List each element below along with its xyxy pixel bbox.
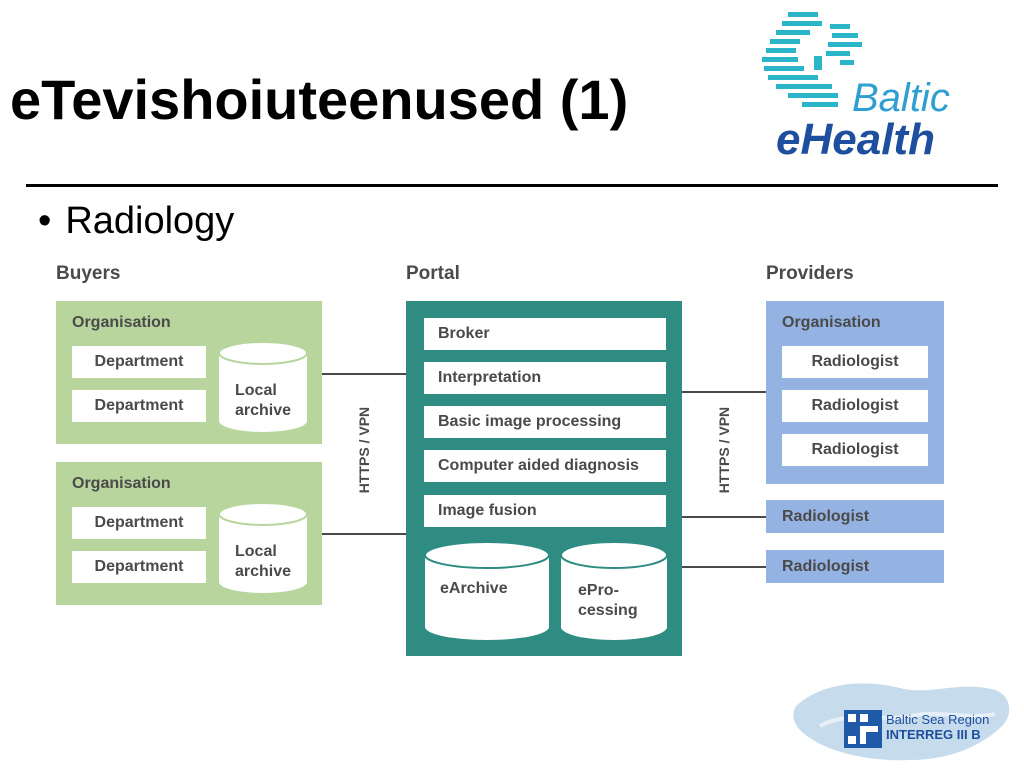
baltic-ehealth-logo: Baltic eHealth xyxy=(758,4,1008,172)
provider-radiologist-tile: Radiologist xyxy=(782,434,928,466)
connector-provider-rad-1 xyxy=(682,516,766,518)
portal-service-broker: Broker xyxy=(424,318,666,350)
slide-title: eTevishoiuteenused (1) xyxy=(10,68,629,131)
interreg-region-text: Baltic Sea Region xyxy=(886,712,990,727)
connector-buyer-2 xyxy=(322,533,406,535)
connector-provider-rad-2 xyxy=(682,566,766,568)
https-vpn-left-label: HTTPS / VPN xyxy=(356,406,372,494)
logo-baltic-text: Baltic xyxy=(852,76,950,120)
bullet-radiology: • Radiology xyxy=(38,200,234,243)
earchive-label: eArchive xyxy=(440,580,508,597)
buyer-department-tile: Department xyxy=(72,390,206,422)
portal-service-basic-image-processing: Basic image processing xyxy=(424,406,666,438)
interreg-logo: Baltic Sea Region INTERREG III B xyxy=(790,676,1018,764)
logo-ehealth-text: eHealth xyxy=(776,115,935,164)
provider-radiologist-tile: Radiologist xyxy=(782,346,928,378)
local-archive-cylinder: Local archive xyxy=(218,341,308,433)
portal-service-image-fusion: Image fusion xyxy=(424,495,666,527)
provider-organisation-label: Organisation xyxy=(782,314,881,331)
portal-heading: Portal xyxy=(406,263,460,284)
portal-box: Broker Interpretation Basic image proces… xyxy=(406,301,682,656)
bullet-text: Radiology xyxy=(65,200,235,242)
buyer-department-tile: Department xyxy=(72,507,206,539)
bullet-dot: • xyxy=(38,200,52,242)
connector-provider-org xyxy=(682,391,766,393)
buyer-department-tile: Department xyxy=(72,551,206,583)
title-rule xyxy=(26,184,998,187)
baltic-map-icon xyxy=(762,12,862,107)
portal-service-interpretation: Interpretation xyxy=(424,362,666,394)
local-archive-label: Local archive xyxy=(235,382,292,419)
buyer-organisation-1: Organisation Department Department Local… xyxy=(56,301,322,444)
buyer-organisation-2: Organisation Department Department Local… xyxy=(56,462,322,605)
local-archive-label: Local archive xyxy=(235,543,292,580)
interreg-program-text: INTERREG III B xyxy=(886,727,981,742)
independent-radiologist-1: Radiologist xyxy=(766,500,944,533)
interreg-emblem xyxy=(844,710,882,748)
eprocessing-cylinder: ePro- cessing xyxy=(560,541,668,641)
local-archive-cylinder: Local archive xyxy=(218,502,308,594)
provider-radiologist-tile: Radiologist xyxy=(782,390,928,422)
connector-buyer-1 xyxy=(322,373,406,375)
earchive-cylinder: eArchive xyxy=(424,541,550,641)
buyer-organisation-label: Organisation xyxy=(72,475,171,492)
provider-organisation: Organisation Radiologist Radiologist Rad… xyxy=(766,301,944,484)
buyers-heading: Buyers xyxy=(56,263,121,284)
https-vpn-right-label: HTTPS / VPN xyxy=(716,406,732,494)
independent-radiologist-2: Radiologist xyxy=(766,550,944,583)
eprocessing-label: ePro- cessing xyxy=(578,582,638,619)
buyer-organisation-label: Organisation xyxy=(72,314,171,331)
portal-service-computer-aided-diagnosis: Computer aided diagnosis xyxy=(424,450,666,482)
buyer-department-tile: Department xyxy=(72,346,206,378)
providers-heading: Providers xyxy=(766,263,854,284)
